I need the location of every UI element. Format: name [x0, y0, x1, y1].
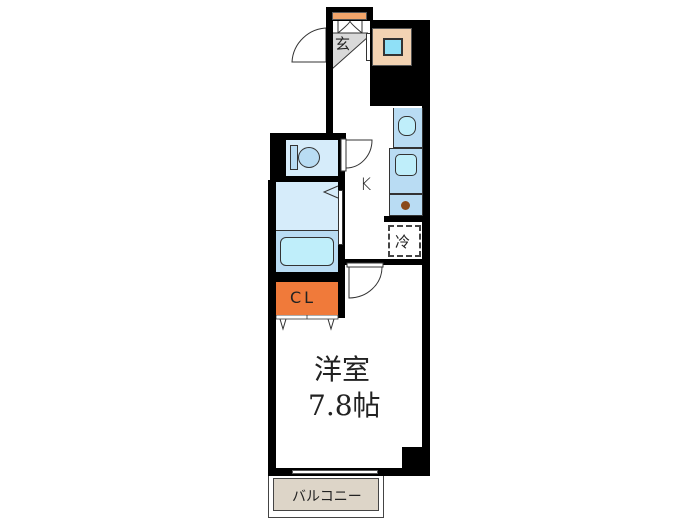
refrigerator-space: 冷 [388, 225, 421, 257]
toilet-door-swing [340, 138, 373, 172]
toilet-room [286, 140, 340, 178]
balcony-outline: バルコニー [268, 476, 384, 518]
left-outer-wall-lower [268, 180, 276, 476]
bathroom [276, 230, 338, 272]
room-top-wall [345, 259, 425, 265]
storage-box [372, 28, 412, 66]
closet: CL [276, 282, 338, 315]
kitchen-sink [389, 148, 423, 194]
closet-right-wall [338, 282, 345, 318]
left-outer-wall [270, 133, 286, 181]
wash-basin [393, 108, 423, 148]
storage-window-icon [383, 38, 403, 56]
refrigerator-label: 冷 [395, 233, 411, 251]
closet-doors [276, 315, 339, 331]
toilet-tank-icon [290, 145, 298, 170]
washroom [276, 182, 339, 230]
toilet-bowl-icon [298, 147, 320, 168]
stove-burner-icon [401, 201, 410, 210]
balcony-window [292, 470, 378, 474]
western-room: 洋室 7.8帖 [276, 318, 422, 468]
basin-bowl-icon [398, 116, 416, 136]
bathtub-icon [280, 237, 334, 266]
western-room-label-line1: 洋室 [314, 353, 371, 386]
toilet-room-wall [270, 133, 346, 140]
right-outer-wall [422, 20, 430, 476]
bath-bottom-wall [270, 272, 345, 282]
entrance-floor: 玄 [332, 21, 368, 69]
corridor-left-wall [326, 21, 333, 134]
toilet-bottom-wall [276, 176, 344, 182]
western-room-label-line2: 7.8帖 [308, 389, 381, 422]
balcony-label: バルコニー [292, 489, 362, 505]
room-door-swing [346, 262, 384, 299]
stove [389, 194, 423, 216]
kitchen-divider-wall [384, 216, 424, 222]
entrance-label: 玄 [335, 35, 351, 53]
shoe-cabinet [332, 12, 367, 20]
balcony-floor: バルコニー [273, 478, 379, 511]
washroom-door [338, 190, 343, 245]
kitchen-label: K [360, 175, 372, 195]
closet-label: CL [290, 288, 317, 307]
sink-bowl-icon [395, 154, 417, 176]
